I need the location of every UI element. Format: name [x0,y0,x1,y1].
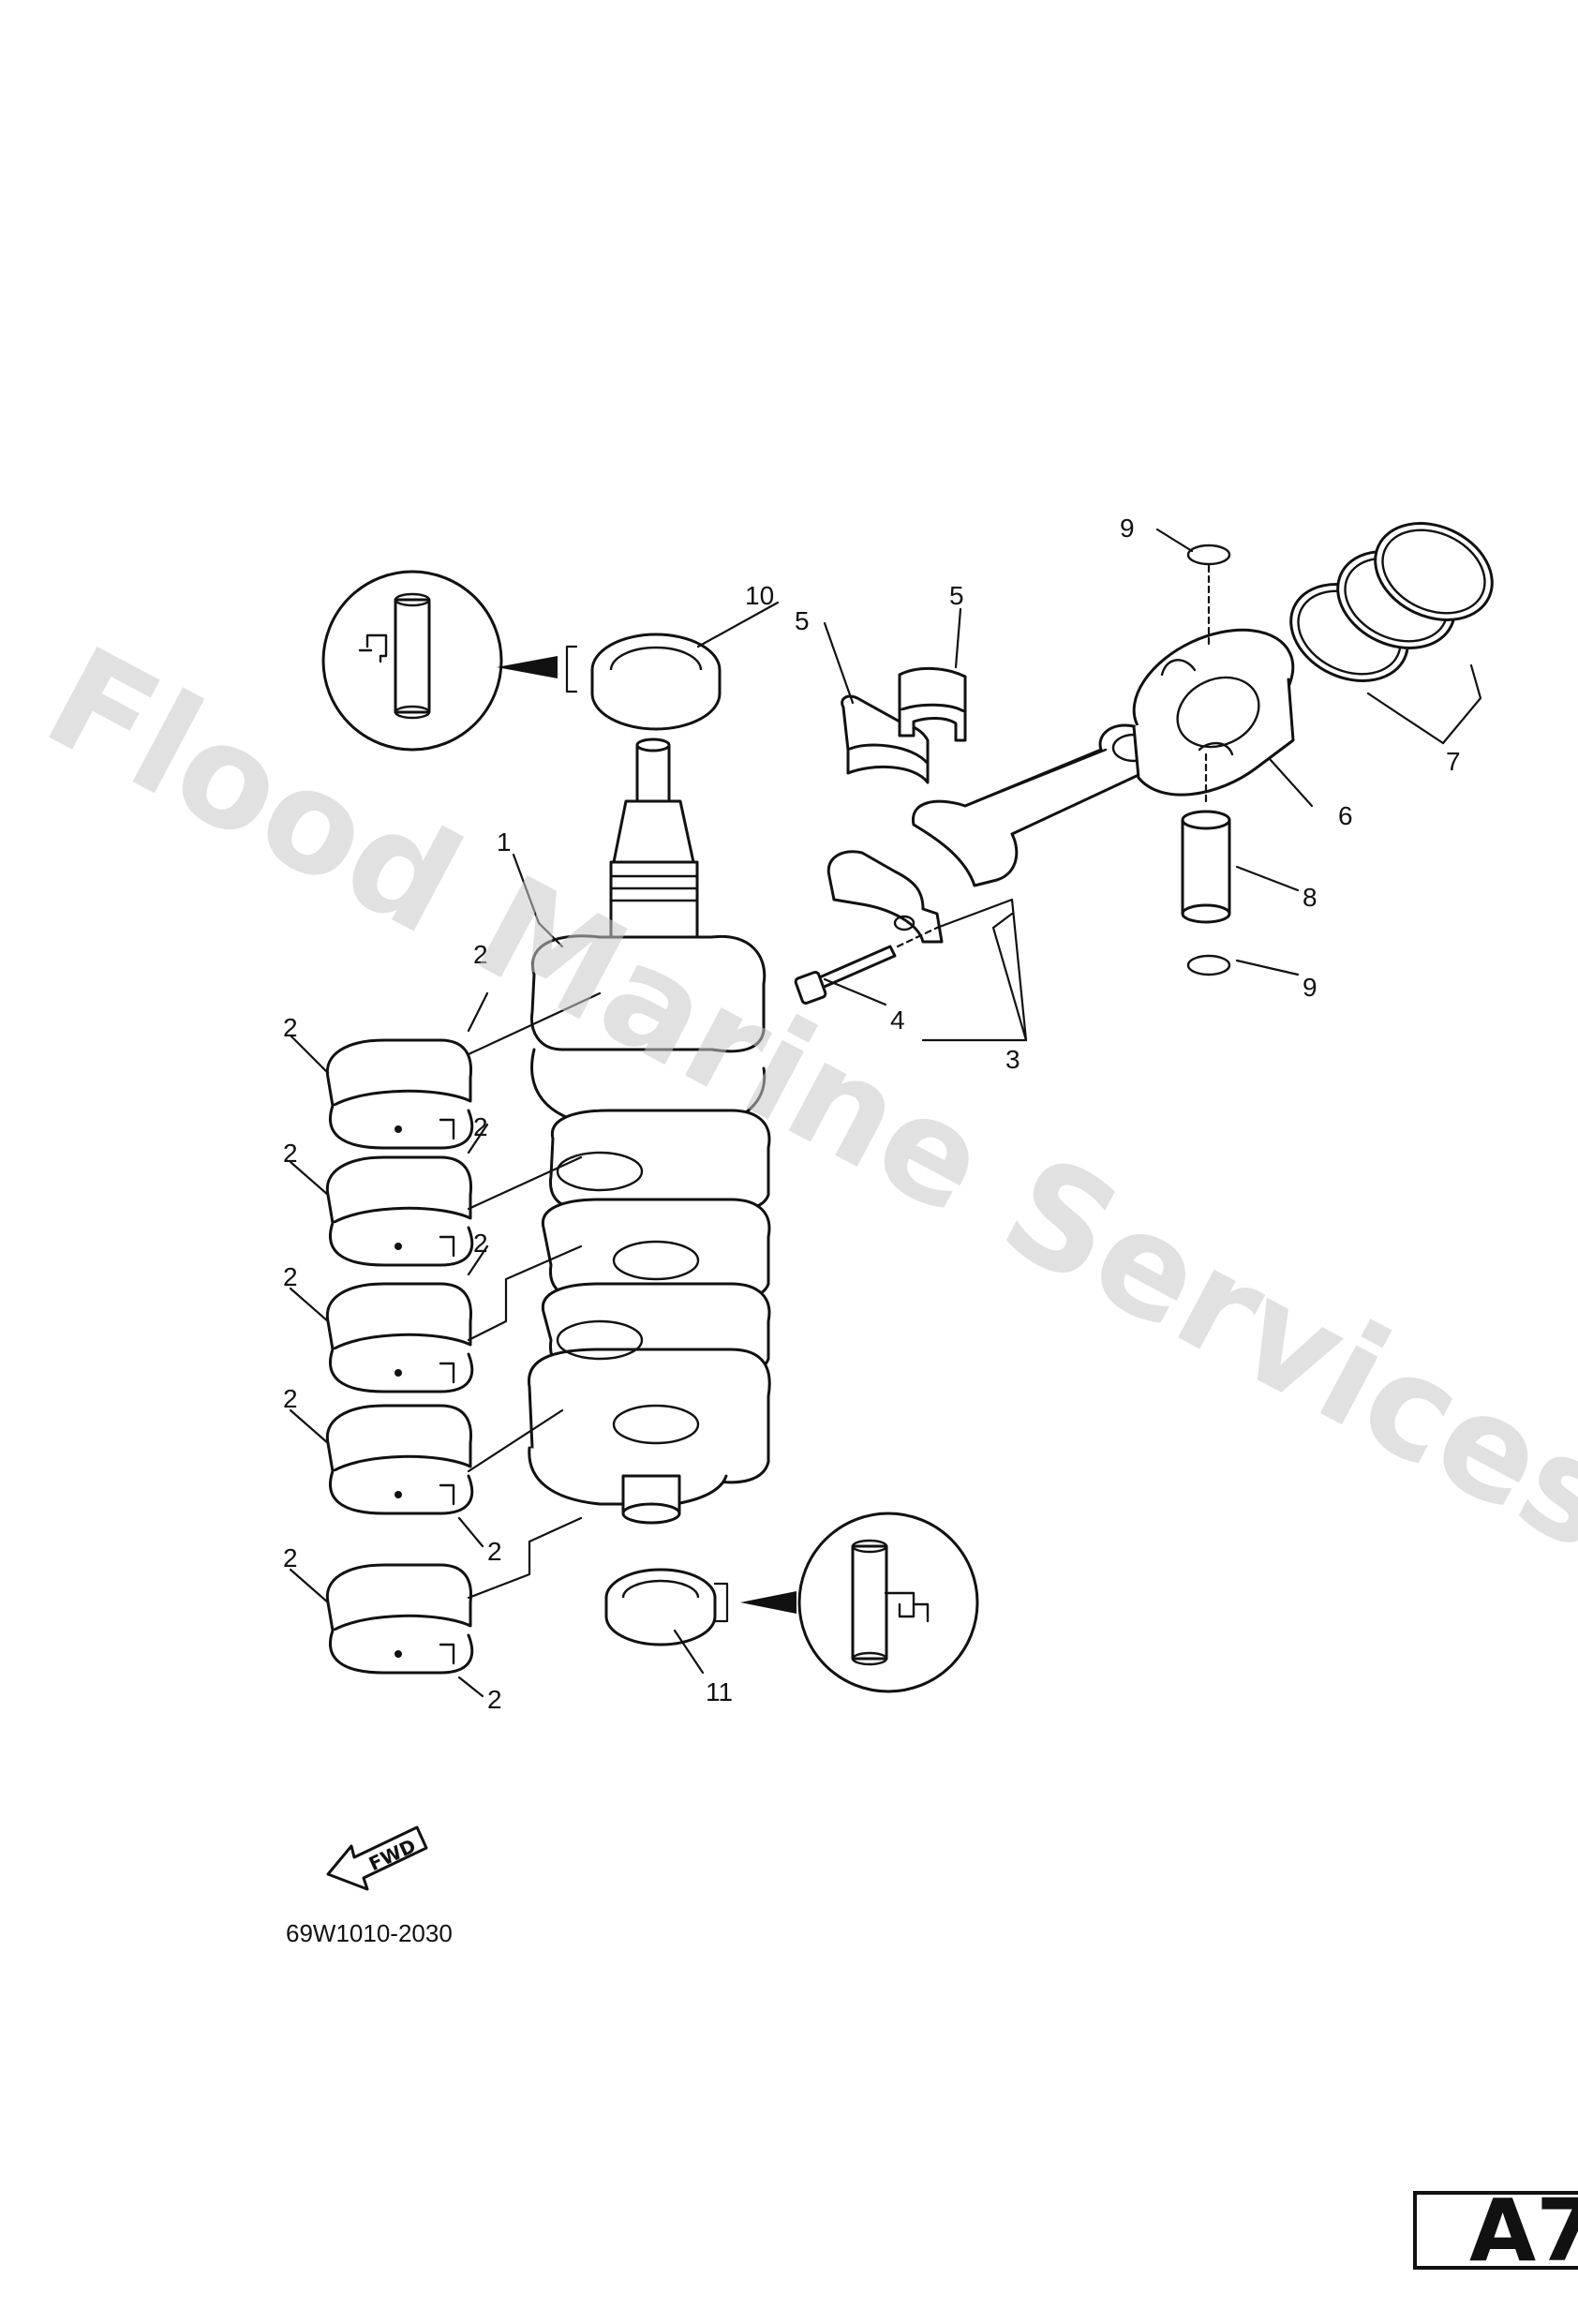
callout-8: 8 [1303,883,1317,912]
watermark: Flood Marine Services [22,617,1578,1583]
forward-direction-arrow-icon: FWD [326,1825,428,1891]
callout-2: 2 [473,1229,488,1258]
callout-6: 6 [1338,801,1353,830]
conrod-bearing-lower [841,694,930,784]
callout-2: 2 [283,1384,298,1413]
seal-detail-bottom [797,1512,979,1693]
connecting-rod [912,723,1162,887]
crankshaft [527,737,771,1525]
callout-2: 2 [487,1537,502,1566]
callout-2: 2 [283,1262,298,1291]
oil-seal-lower [604,1568,796,1646]
main-bearing-4 [325,1404,474,1515]
piston-pin-clip-bottom [1186,954,1231,976]
page-label: A7 [1469,2181,1578,2281]
seal-detail-top [321,570,578,752]
callout-9: 9 [1303,973,1317,1002]
callout-4: 4 [890,1006,905,1035]
conrod-bearing-upper [898,666,967,742]
piston-rings [1289,522,1494,682]
callout-10: 10 [745,581,774,610]
diagram-code: 69W1010-2030 [286,1919,453,1947]
oil-seal-upper [590,633,722,731]
main-bearing-1 [325,1038,474,1150]
callout-5: 5 [949,581,964,610]
connecting-rod-cap [826,850,944,944]
page-label-box: A7 [1413,2181,1578,2281]
callout-11: 11 [706,1677,733,1706]
callout-2: 2 [473,940,488,969]
connecting-rod-bolt [794,926,939,1005]
main-bearing-3 [325,1282,474,1393]
main-bearing-5 [325,1563,474,1675]
callout-5: 5 [795,606,810,635]
callout-1: 1 [497,827,512,857]
callout-2: 2 [473,1112,488,1141]
callout-3: 3 [1005,1045,1020,1074]
callout-7: 7 [1446,747,1461,776]
callout-2: 2 [487,1685,502,1714]
piston-pin [1181,748,1231,924]
callout-2: 2 [283,1013,298,1042]
piston [1132,628,1295,797]
callout-2: 2 [283,1139,298,1168]
piston-pin-clip-top [1186,544,1231,648]
callout-9: 9 [1120,514,1135,543]
main-bearing-2 [325,1155,474,1267]
callout-2: 2 [283,1543,298,1572]
